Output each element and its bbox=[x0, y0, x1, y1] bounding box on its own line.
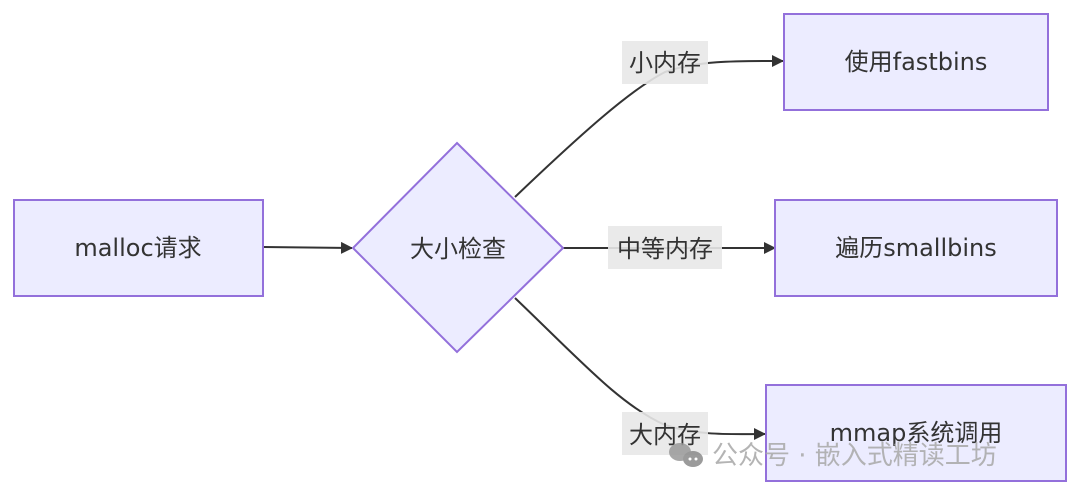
watermark: 公众号 · 嵌入式精读工坊 bbox=[669, 441, 997, 471]
node-start-label: malloc请求 bbox=[74, 234, 201, 262]
node-fastbins-label: 使用fastbins bbox=[845, 48, 988, 76]
edge-label-medium: 中等内存 bbox=[608, 226, 722, 269]
node-smallbins-label: 遍历smallbins bbox=[835, 234, 997, 262]
node-mmap[interactable]: mmap系统调用 bbox=[765, 384, 1067, 482]
node-decision[interactable]: 大小检查 bbox=[351, 141, 565, 354]
node-decision-label: 大小检查 bbox=[410, 235, 506, 263]
edge-label-small: 小内存 bbox=[622, 41, 708, 84]
edge-label-large-text: 大内存 bbox=[629, 421, 701, 449]
node-fastbins[interactable]: 使用fastbins bbox=[783, 13, 1049, 111]
watermark-text: 公众号 · 嵌入式精读工坊 bbox=[712, 441, 997, 471]
node-smallbins[interactable]: 遍历smallbins bbox=[774, 199, 1058, 297]
node-mmap-label: mmap系统调用 bbox=[830, 419, 1003, 447]
edge-label-large: 大内存 bbox=[622, 412, 708, 455]
node-start[interactable]: malloc请求 bbox=[13, 199, 264, 297]
wechat-icon bbox=[669, 443, 703, 467]
edge-label-medium-text: 中等内存 bbox=[617, 235, 713, 263]
edge-start-to-decision bbox=[262, 241, 353, 254]
edge-label-small-text: 小内存 bbox=[629, 49, 701, 77]
